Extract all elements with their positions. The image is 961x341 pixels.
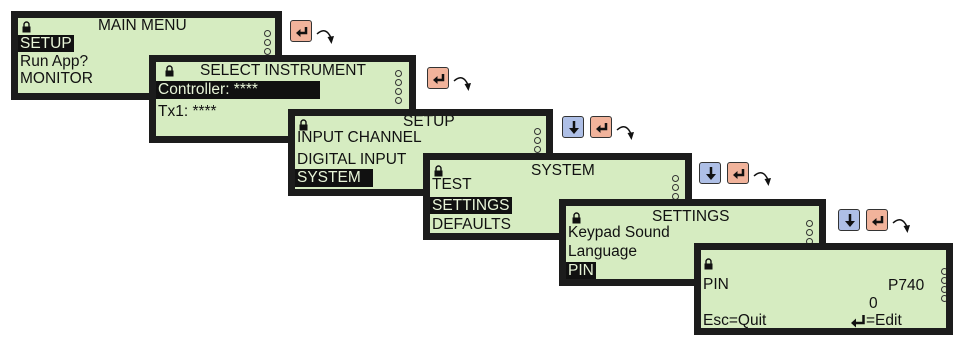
enter-key-icon: [866, 209, 888, 231]
setup-item-system[interactable]: SYSTEM: [295, 169, 373, 187]
pin-value[interactable]: 0: [869, 295, 878, 312]
instrument-item-controller[interactable]: Controller: ****: [156, 81, 320, 99]
lock-icon: [165, 65, 174, 77]
enter-icon: [851, 315, 865, 328]
system-item-defaults[interactable]: DEFAULTS: [432, 216, 511, 233]
lcd-display: SYSTEM TEST SETTINGS DEFAULTS: [430, 160, 685, 233]
select-instrument-screen: SELECT INSTRUMENT Controller: **** Tx1: …: [149, 55, 416, 143]
curved-arrow-icon: [616, 126, 634, 140]
settings-item-keypad-sound[interactable]: Keypad Sound: [568, 224, 670, 241]
screen-title: SYSTEM: [531, 162, 595, 179]
screen-title: SETUP: [403, 116, 455, 130]
lock-icon: [299, 119, 308, 131]
scroll-indicator: [941, 268, 946, 304]
lock-icon: [704, 258, 713, 270]
setup-screen: SETUP INPUT CHANNEL DIGITAL INPUT SYSTEM: [288, 109, 553, 196]
enter-key-icon: [290, 20, 312, 42]
esc-quit-hint: Esc=Quit: [703, 312, 767, 328]
setup-item-digital-input[interactable]: DIGITAL INPUT: [297, 151, 407, 168]
settings-item-pin[interactable]: PIN: [566, 262, 596, 279]
instrument-item-tx1[interactable]: Tx1: ****: [158, 103, 217, 120]
lcd-display: PIN P740 0 Esc=Quit =Edit: [701, 250, 946, 328]
pin-code: P740: [888, 277, 925, 294]
system-item-test[interactable]: TEST: [432, 176, 472, 193]
screen-title: MAIN MENU: [98, 18, 187, 34]
lock-icon: [22, 21, 31, 33]
pin-label: PIN: [703, 276, 729, 293]
enter-key-icon: [727, 162, 749, 184]
edit-hint: =Edit: [866, 312, 902, 328]
enter-key-icon: [427, 67, 449, 89]
menu-item-run-app[interactable]: Run App?: [20, 53, 89, 70]
menu-item-monitor[interactable]: MONITOR: [20, 70, 93, 87]
lock-icon: [434, 165, 443, 177]
system-item-settings[interactable]: SETTINGS: [430, 197, 512, 214]
curved-arrow-icon: [892, 219, 910, 233]
down-arrow-key-icon: [562, 116, 584, 138]
lcd-display: SETUP INPUT CHANNEL DIGITAL INPUT SYSTEM: [295, 116, 546, 189]
down-arrow-key-icon: [838, 209, 860, 231]
settings-item-language[interactable]: Language: [568, 243, 637, 260]
pin-screen: PIN P740 0 Esc=Quit =Edit: [694, 243, 953, 335]
setup-item-input-channel[interactable]: INPUT CHANNEL: [297, 129, 422, 146]
screen-title: SETTINGS: [652, 208, 730, 225]
curved-arrow-icon: [453, 77, 471, 91]
lock-icon: [572, 212, 581, 224]
curved-arrow-icon: [753, 172, 771, 186]
screen-title: SELECT INSTRUMENT: [200, 62, 366, 79]
scroll-indicator: [395, 70, 402, 106]
menu-item-setup[interactable]: SETUP: [18, 35, 74, 52]
curved-arrow-icon: [316, 30, 334, 44]
enter-key-icon: [590, 116, 612, 138]
down-arrow-key-icon: [699, 162, 721, 184]
